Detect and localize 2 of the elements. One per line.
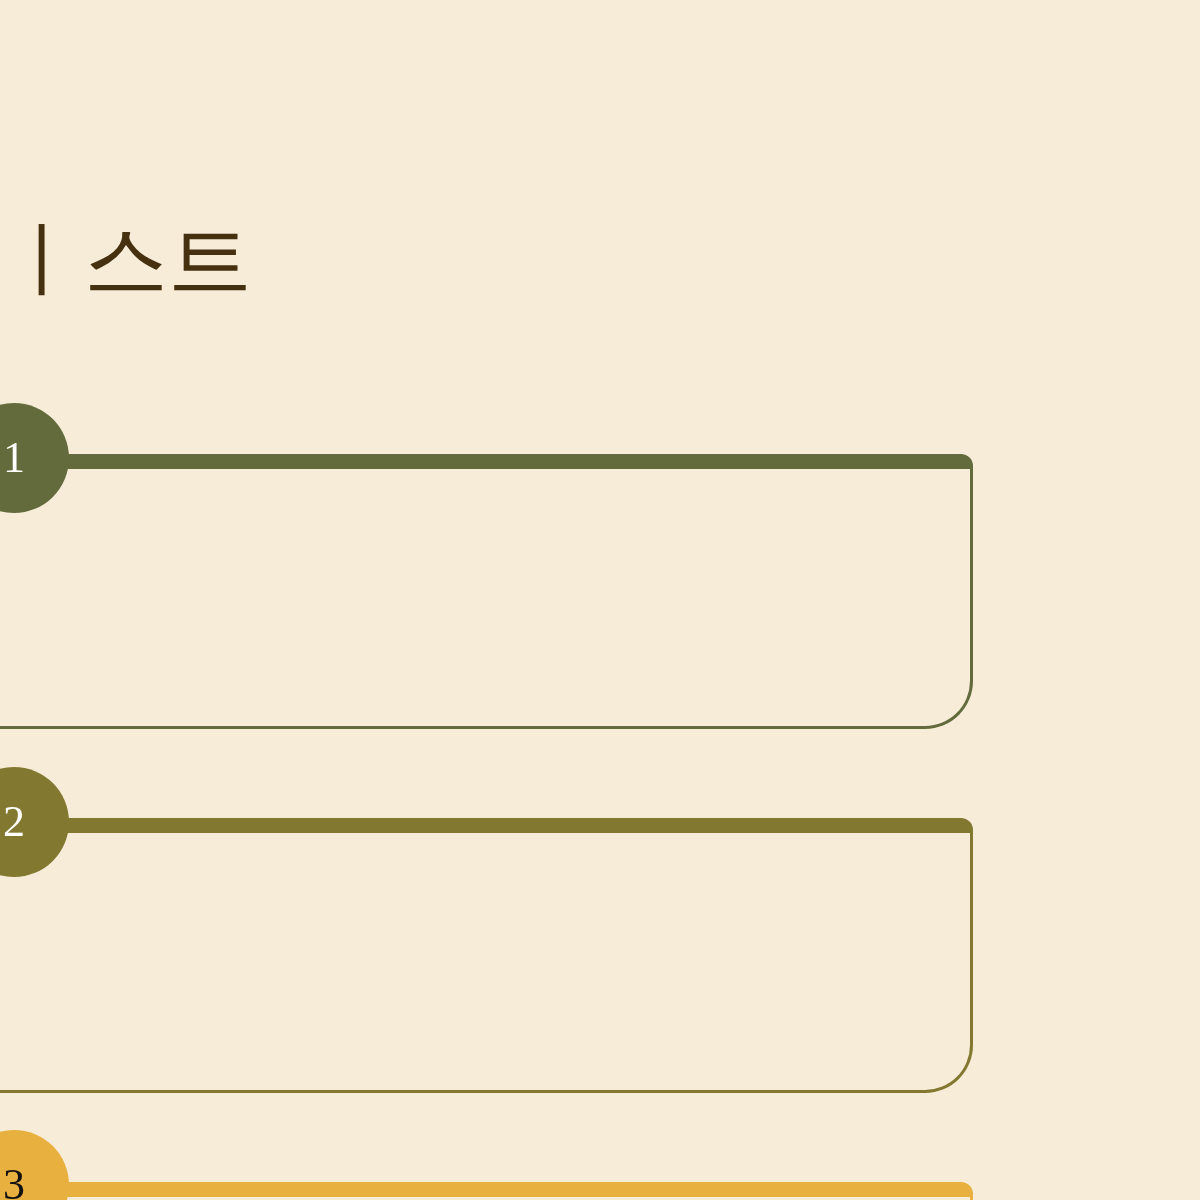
rounded-panel xyxy=(66,1182,973,1200)
title: ㅣ스트 xyxy=(0,210,252,310)
